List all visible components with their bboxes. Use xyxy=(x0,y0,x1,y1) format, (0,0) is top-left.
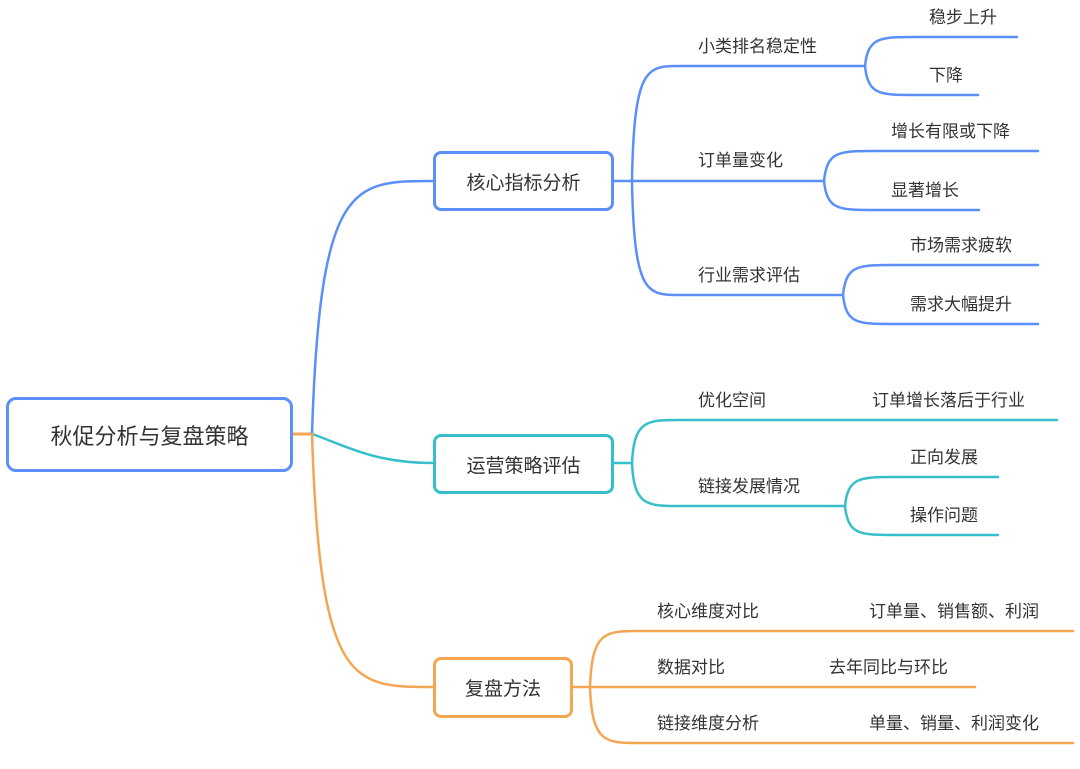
subtopic-optimization-space[interactable]: 优化空间 xyxy=(698,391,766,411)
leaf-orders-lag-industry[interactable]: 订单增长落后于行业 xyxy=(872,391,1025,411)
branch-1-child-1-connector xyxy=(630,461,847,508)
branch-2-child-0-connector xyxy=(588,629,1075,689)
root-node-label: 秋促分析与复盘策略 xyxy=(50,424,249,450)
root-node[interactable]: 秋促分析与复盘策略 xyxy=(6,397,293,472)
branch-1-child-0-connector xyxy=(630,418,1059,465)
branch-1-child-1-leaf-1-connector xyxy=(843,504,1000,537)
branch-0-child-1-leaf-1-connector xyxy=(822,179,981,212)
leaf-weak-demand[interactable]: 市场需求疲软 xyxy=(910,236,1012,256)
branch-0-child-2-connector xyxy=(630,179,845,297)
branch-0-child-2-leaf-0-connector xyxy=(841,263,1040,297)
leaf-orders-sales-profit[interactable]: 订单量、销售额、利润 xyxy=(869,602,1039,622)
branch-node-core-metrics[interactable]: 核心指标分析 xyxy=(433,151,614,211)
branch-0-child-0-connector xyxy=(630,64,867,183)
leaf-limited-growth[interactable]: 增长有限或下降 xyxy=(891,122,1010,142)
leaf-volume-sales-profit-change[interactable]: 单量、销量、利润变化 xyxy=(869,714,1039,734)
branch-1-child-1-leaf-0-connector xyxy=(843,475,1000,508)
branch-node-operations[interactable]: 运营策略评估 xyxy=(433,434,614,494)
branch-0-child-0-leaf-1-connector xyxy=(863,64,980,97)
leaf-demand-surge[interactable]: 需求大幅提升 xyxy=(910,295,1012,315)
subtopic-link-development[interactable]: 链接发展情况 xyxy=(698,477,800,497)
leaf-significant-growth[interactable]: 显著增长 xyxy=(891,181,959,201)
branch-0-child-1-leaf-0-connector xyxy=(822,149,1040,183)
subtopic-data-compare[interactable]: 数据对比 xyxy=(657,658,725,678)
branch-node-label: 核心指标分析 xyxy=(466,171,581,194)
leaf-steady-rise[interactable]: 稳步上升 xyxy=(929,8,997,28)
branch-node-label: 运营策略评估 xyxy=(466,454,581,477)
branch-0-child-2-leaf-1-connector xyxy=(841,293,1040,326)
leaf-decline[interactable]: 下降 xyxy=(929,66,963,86)
leaf-operation-issues[interactable]: 操作问题 xyxy=(910,506,978,526)
subtopic-ranking-stability[interactable]: 小类排名稳定性 xyxy=(698,37,817,57)
branch-node-label: 复盘方法 xyxy=(464,678,541,700)
leaf-positive-development[interactable]: 正向发展 xyxy=(910,448,978,468)
subtopic-industry-demand[interactable]: 行业需求评估 xyxy=(698,266,800,286)
root-to-branch-2-connector xyxy=(310,432,435,689)
branch-node-review-method[interactable]: 复盘方法 xyxy=(433,657,573,718)
root-to-branch-1-connector xyxy=(310,432,435,465)
branch-0-child-0-leaf-0-connector xyxy=(863,35,1019,68)
subtopic-order-volume[interactable]: 订单量变化 xyxy=(698,151,783,171)
subtopic-link-dimension-analysis[interactable]: 链接维度分析 xyxy=(657,714,759,734)
subtopic-core-dimension-compare[interactable]: 核心维度对比 xyxy=(657,602,759,622)
root-to-branch-0-connector xyxy=(310,179,435,436)
leaf-yoy-mom[interactable]: 去年同比与环比 xyxy=(829,658,948,678)
branch-2-child-2-connector xyxy=(588,685,1075,745)
